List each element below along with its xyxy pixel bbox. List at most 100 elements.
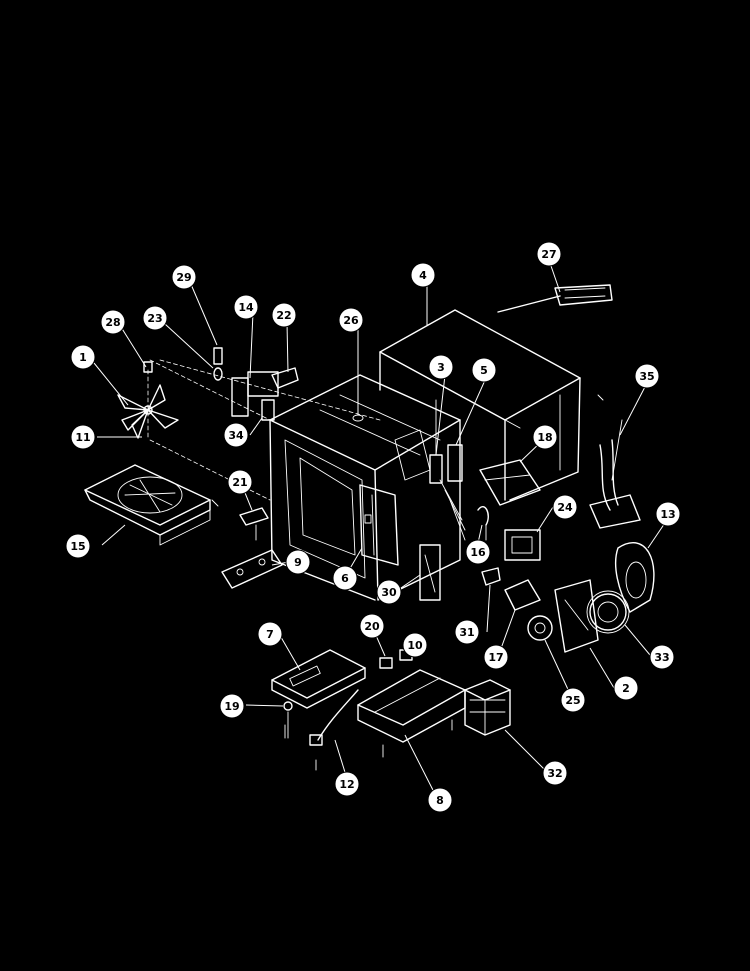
- callout-34: 34: [223, 422, 249, 448]
- callout-27: 27: [536, 241, 562, 267]
- part-21: [239, 507, 269, 541]
- stirrer-motor: [615, 542, 655, 613]
- callout-32: 32: [542, 760, 568, 786]
- part-9: [221, 549, 283, 589]
- callout-label: 27: [541, 248, 556, 261]
- callout-label: 13: [660, 508, 675, 521]
- outer-cabinet: [379, 309, 581, 501]
- callout-label: 22: [276, 309, 291, 322]
- callout-9: 9: [285, 549, 311, 575]
- callout-circle: [332, 565, 358, 591]
- callout-30: 30: [376, 579, 402, 605]
- fan-duct: [84, 464, 211, 546]
- leader-lines: [93, 262, 672, 799]
- callout-circle: [471, 357, 497, 383]
- callout-13: 13: [655, 501, 681, 527]
- callout-21: 21: [227, 469, 253, 495]
- callout-4: 4: [410, 262, 436, 288]
- callout-17: 17: [483, 644, 509, 670]
- callout-label: 28: [105, 316, 120, 329]
- callout-label: 21: [232, 476, 247, 489]
- callout-circle: [634, 363, 660, 389]
- callout-circle: [233, 294, 259, 320]
- callout-label: 8: [436, 794, 444, 807]
- callout-14: 14: [233, 294, 259, 320]
- callout-circle: [338, 307, 364, 333]
- callout-7: 7: [257, 621, 283, 647]
- callout-circle: [560, 687, 586, 713]
- callout-label: 6: [341, 572, 349, 585]
- callout-label: 20: [364, 620, 380, 633]
- callout-label: 24: [557, 501, 573, 514]
- callout-circle: [257, 621, 283, 647]
- callout-label: 1: [79, 351, 87, 364]
- callout-2: 2: [613, 675, 639, 701]
- callout-label: 3: [437, 361, 445, 374]
- callout-35: 35: [634, 363, 660, 389]
- callout-label: 18: [537, 431, 552, 444]
- callout-circle: [532, 424, 558, 450]
- base-plate-7: [271, 649, 366, 709]
- callout-circle: [427, 787, 453, 813]
- fan-blade: [117, 359, 271, 501]
- bracket-2: [554, 579, 599, 653]
- callout-16: 16: [465, 539, 491, 565]
- callout-label: 10: [407, 639, 423, 652]
- callout-label: 14: [238, 301, 254, 314]
- callout-circle: [70, 424, 96, 450]
- callout-circle: [223, 422, 249, 448]
- callout-22: 22: [271, 302, 297, 328]
- callout-8: 8: [427, 787, 453, 813]
- callout-33: 33: [649, 644, 675, 670]
- callout-label: 29: [176, 271, 191, 284]
- callout-label: 31: [459, 626, 474, 639]
- callout-19: 19: [219, 693, 245, 719]
- screws: [211, 394, 604, 771]
- callout-3: 3: [428, 354, 454, 380]
- bracket-18: [479, 459, 541, 506]
- callout-28: 28: [100, 309, 126, 335]
- callout-label: 16: [470, 546, 486, 559]
- callout-5: 5: [471, 357, 497, 383]
- part-31: [481, 567, 501, 586]
- wire-harness: [589, 419, 641, 529]
- callout-label: 25: [565, 694, 580, 707]
- part-17: [504, 579, 541, 611]
- callout-circle: [219, 693, 245, 719]
- callout-10: 10: [402, 632, 428, 658]
- callout-label: 19: [224, 700, 239, 713]
- cavity-chassis: [269, 374, 466, 601]
- callout-label: 33: [654, 651, 669, 664]
- callout-12: 12: [334, 771, 360, 797]
- gear-33: [586, 590, 630, 634]
- callout-label: 7: [266, 628, 274, 641]
- part-25: [527, 615, 553, 641]
- callout-label: 26: [343, 314, 359, 327]
- part-16: [477, 506, 489, 541]
- part-19: [283, 701, 293, 739]
- callout-label: 15: [70, 540, 85, 553]
- callout-18: 18: [532, 424, 558, 450]
- callout-circle: [454, 619, 480, 645]
- callout-circle: [142, 305, 168, 331]
- part-12: [309, 689, 359, 746]
- callout-label: 2: [622, 682, 630, 695]
- callout-circle: [285, 549, 311, 575]
- callout-label: 34: [228, 429, 244, 442]
- callout-6: 6: [332, 565, 358, 591]
- heater-element: [497, 284, 613, 313]
- callout-circle: [552, 494, 578, 520]
- callout-26: 26: [338, 307, 364, 333]
- part-30: [419, 544, 441, 601]
- callout-label: 17: [488, 651, 503, 664]
- callout-label: 35: [639, 370, 654, 383]
- callout-circle: [428, 354, 454, 380]
- callout-circle: [410, 262, 436, 288]
- callout-label: 11: [75, 431, 90, 444]
- callout-circle: [227, 469, 253, 495]
- callout-circle: [70, 344, 96, 370]
- callout-25: 25: [560, 687, 586, 713]
- door-frame: [359, 484, 399, 566]
